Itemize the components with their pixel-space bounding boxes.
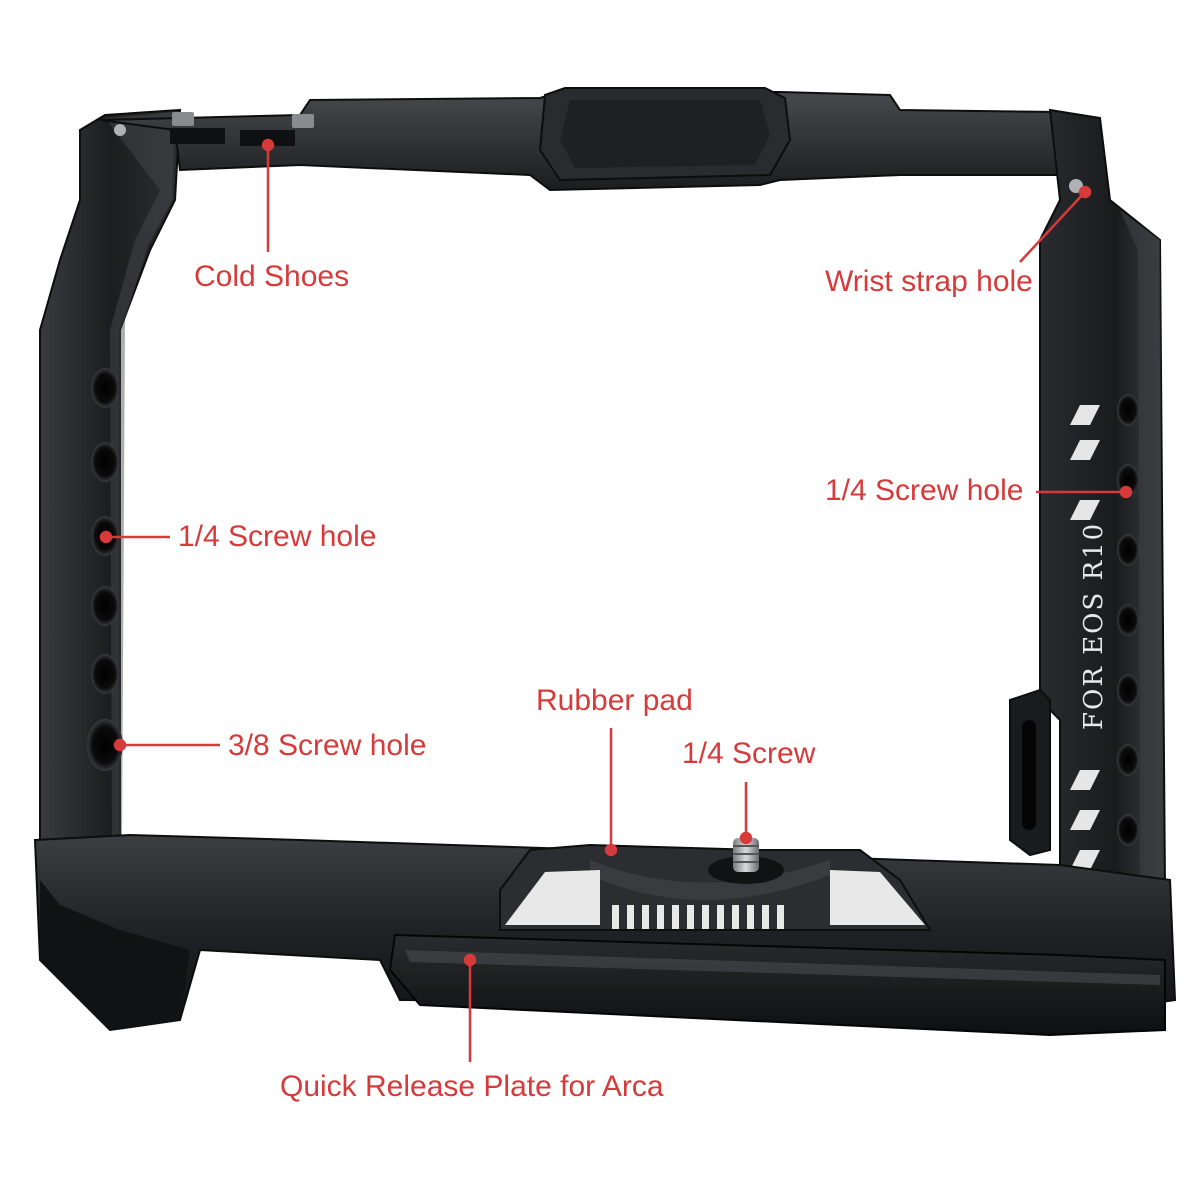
quick-release-plate: [388, 933, 1166, 1037]
callout-cold-shoes: Cold Shoes: [194, 260, 350, 293]
rubber-pad-leader: [604, 728, 618, 857]
cold-shoe-slot: [240, 130, 295, 146]
quarter-screw-leader: [739, 782, 753, 845]
callout-left-screw-hole: 1/4 Screw hole: [178, 520, 377, 553]
screw-hole-icon: [91, 586, 119, 626]
quick-release-leader: [463, 953, 477, 1062]
callout-wrist-strap-hole: Wrist strap hole: [825, 265, 1033, 298]
strap-slot: [1022, 720, 1036, 830]
screw-hole-icon: [1117, 604, 1139, 636]
screw-hole-icon: [1117, 814, 1139, 846]
top-screw-icon: [114, 124, 126, 136]
quarter-screw-icon: [708, 838, 784, 884]
callout-rubber-pad: Rubber pad: [536, 684, 693, 717]
right-screw-holes: [1117, 394, 1139, 846]
screw-38-leader: [113, 738, 220, 752]
callout-quick-release-plate: Quick Release Plate for Arca: [280, 1070, 664, 1103]
callout-quarter-screw: 1/4 Screw: [682, 737, 816, 770]
cold-shoe-slot: [170, 128, 225, 144]
large-screw-hole-icon: [87, 719, 123, 771]
callout-right-screw-hole: 1/4 Screw hole: [825, 474, 1024, 507]
right-screw-hole-leader: [1036, 485, 1133, 499]
screw-hole-icon: [91, 654, 119, 694]
screw-hole-icon: [91, 368, 119, 408]
left-screw-hole-leader: [99, 530, 170, 544]
callout-screw-38: 3/8 Screw hole: [228, 729, 427, 762]
screw-hole-icon: [1117, 674, 1139, 706]
screw-hole-icon: [1117, 744, 1139, 776]
wrist-strap-leader: [1019, 185, 1092, 263]
right-side: FOR EOS R10: [1009, 108, 1167, 901]
model-engraving: FOR EOS R10: [1079, 522, 1109, 730]
cold-shoes-leader: [261, 138, 275, 252]
left-screw-holes: [87, 368, 123, 771]
top-bar: [99, 87, 1082, 192]
screw-hole-icon: [1117, 534, 1139, 566]
screw-hole-icon: [91, 442, 119, 482]
screw-hole-icon: [1117, 394, 1139, 426]
